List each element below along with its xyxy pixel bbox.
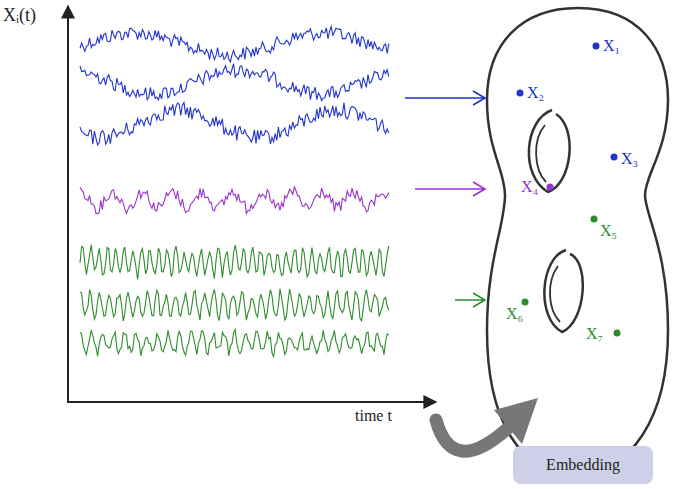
point-label: X₃: [621, 151, 638, 167]
point: [517, 90, 524, 97]
purple-arrow: [415, 182, 485, 196]
signal-trace: [80, 64, 389, 101]
axis-label: time t: [355, 408, 392, 424]
surface-outline: [487, 8, 668, 474]
point: [547, 184, 554, 191]
box-text: Embedding: [513, 456, 653, 474]
y-axis: [67, 6, 69, 402]
signal-trace: [80, 187, 389, 214]
signal-trace: [80, 245, 389, 280]
surface-hole: [544, 250, 582, 332]
point: [522, 299, 529, 306]
hole-rim: [536, 125, 546, 182]
green-arrow: [455, 293, 485, 307]
map-arrows: [405, 91, 485, 307]
point-label: X₂: [527, 85, 544, 101]
embedding-box: Embedding: [513, 446, 653, 484]
signal-trace: [80, 26, 389, 61]
point-label: X₇: [586, 326, 603, 342]
signal-trace: [80, 329, 389, 356]
point: [593, 43, 600, 50]
signal-trace: [80, 102, 389, 145]
time-series: [80, 26, 389, 356]
embedded-points: [517, 43, 621, 337]
point: [611, 154, 618, 161]
point-label: X₄: [521, 179, 538, 195]
embedding-arrowhead: [494, 398, 538, 444]
signal-trace: [80, 289, 389, 321]
point: [614, 330, 621, 337]
point-label: X₆: [506, 306, 523, 322]
point-label: X₅: [600, 223, 617, 239]
axis-label: Xᵢ(t): [3, 6, 36, 24]
point-label: X₁: [603, 38, 620, 54]
blue-arrow: [405, 91, 485, 105]
x-axis: [67, 401, 436, 403]
hole-rim: [550, 266, 560, 322]
embedding-arrow: [436, 420, 508, 451]
point: [591, 216, 598, 223]
